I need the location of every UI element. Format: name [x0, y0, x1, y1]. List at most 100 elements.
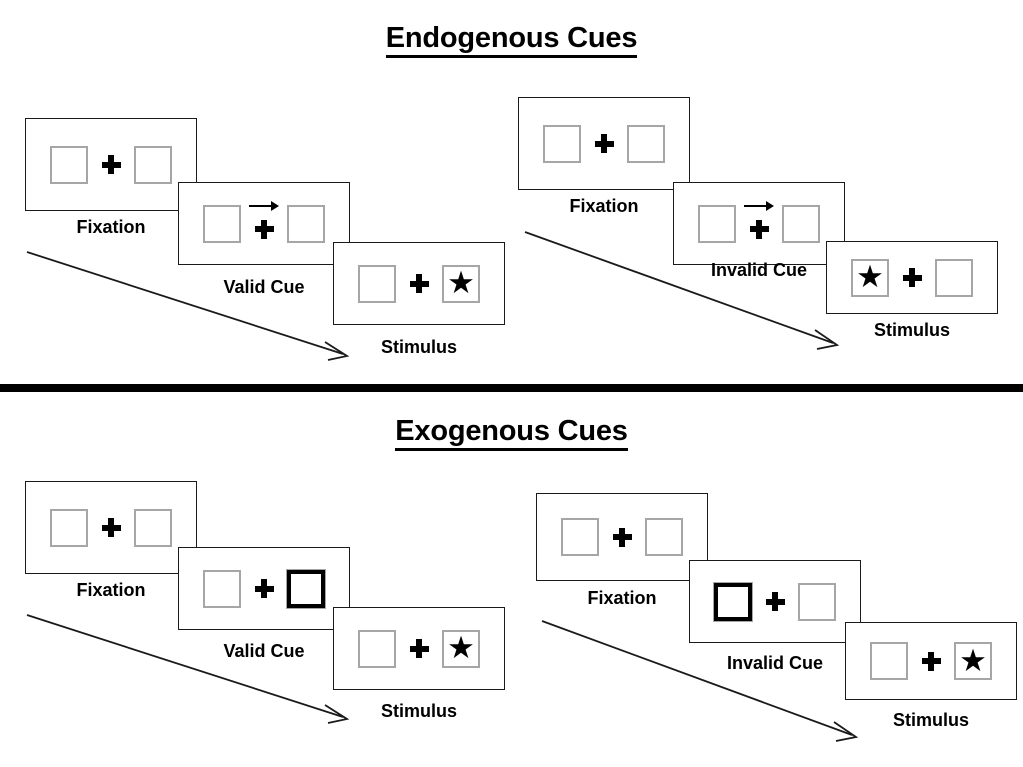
caption-valid-cue: Valid Cue [223, 641, 305, 661]
target-box-left[interactable] [358, 264, 396, 303]
section-title-endogenous-text: Endogenous Cues [385, 22, 637, 58]
caption-invalid-cue: Invalid Cue [726, 653, 824, 673]
target-box-right-with-stimulus[interactable]: ★ [442, 629, 480, 668]
caption-stimulus: Stimulus [380, 337, 457, 357]
target-box-left-cued[interactable] [713, 581, 753, 622]
fixation-cross-icon [254, 579, 274, 598]
target-box-left[interactable] [561, 518, 599, 556]
target-box-left[interactable] [50, 508, 88, 547]
target-box-left[interactable] [203, 204, 241, 243]
fixation-zone [396, 627, 442, 671]
fixation-cross-icon [902, 268, 922, 287]
panel-invalid-cue-endogenous[interactable] [673, 182, 845, 265]
fixation-zone [88, 506, 134, 550]
caption-stimulus: Stimulus [380, 701, 457, 721]
panel-invalid-cue-exogenous[interactable] [689, 560, 861, 643]
panel-fixation-exogenous-invalid[interactable] [536, 493, 708, 581]
panel-content: ★ [334, 243, 504, 324]
arrow-shaft [744, 204, 767, 207]
target-box-left[interactable] [870, 642, 908, 680]
section-title-exogenous-text: Exogenous Cues [395, 415, 628, 451]
target-box-right[interactable] [645, 518, 683, 556]
panel-stimulus-exogenous-invalid[interactable]: ★ [845, 622, 1017, 700]
target-box-left[interactable] [203, 569, 241, 608]
panel-content [674, 183, 844, 264]
fixation-cross-icon [409, 639, 429, 658]
target-box-left[interactable] [698, 204, 736, 243]
star-icon: ★ [447, 630, 475, 665]
fixation-cross-icon [254, 219, 274, 239]
star-icon: ★ [447, 265, 475, 300]
caption-fixation: Fixation [76, 217, 146, 237]
target-box-right[interactable] [134, 508, 172, 547]
panel-content [179, 548, 349, 629]
arrow-shaft [249, 204, 272, 207]
caption-valid-cue: Valid Cue [223, 277, 305, 297]
panel-valid-cue-endogenous[interactable] [178, 182, 350, 265]
fixation-zone [599, 515, 645, 559]
fixation-zone [908, 639, 954, 683]
caption-fixation: Fixation [76, 580, 146, 600]
panel-content [26, 119, 196, 210]
panel-fixation-exogenous-valid[interactable] [25, 481, 197, 574]
fixation-zone [889, 256, 935, 300]
target-box-right[interactable] [782, 204, 820, 243]
arrow-cue-right-icon [249, 201, 279, 211]
panel-content: ★ [846, 623, 1016, 699]
caption-fixation: Fixation [587, 588, 657, 608]
star-icon: ★ [856, 259, 884, 294]
target-box-left[interactable] [358, 629, 396, 668]
fixation-cross-icon [921, 651, 941, 671]
caption-stimulus: Stimulus [892, 710, 969, 730]
target-box-right-cued[interactable] [286, 568, 326, 609]
target-box-right[interactable] [627, 124, 665, 163]
fixation-cross-icon [594, 134, 614, 153]
target-box-right[interactable] [287, 204, 325, 243]
fixation-zone [581, 122, 627, 166]
fixation-zone [88, 143, 134, 187]
fixation-zone [736, 201, 782, 246]
panel-content [690, 561, 860, 642]
fixation-cross-icon [765, 592, 785, 611]
section-divider [0, 384, 1023, 392]
panel-content [26, 482, 196, 573]
panel-stimulus-endogenous-invalid[interactable]: ★ [826, 241, 998, 314]
arrow-cue-right-icon [744, 201, 774, 211]
fixation-cross-icon [101, 155, 121, 174]
star-icon: ★ [959, 642, 987, 678]
section-title-exogenous: Exogenous Cues [0, 415, 1023, 451]
target-box-right-with-stimulus[interactable]: ★ [954, 642, 992, 680]
panel-content: ★ [827, 242, 997, 313]
fixation-zone [396, 262, 442, 306]
panel-content [179, 183, 349, 264]
panel-valid-cue-exogenous[interactable] [178, 547, 350, 630]
panel-content [537, 494, 707, 580]
target-box-right[interactable] [935, 258, 973, 297]
target-box-right-with-stimulus[interactable]: ★ [442, 264, 480, 303]
caption-invalid-cue: Invalid Cue [710, 260, 808, 280]
panel-stimulus-endogenous-valid[interactable]: ★ [333, 242, 505, 325]
fixation-zone [241, 201, 287, 246]
panel-fixation-endogenous-valid[interactable] [25, 118, 197, 211]
arrow-head [271, 201, 279, 211]
panel-content [519, 98, 689, 189]
caption-stimulus: Stimulus [873, 320, 950, 340]
panel-content: ★ [334, 608, 504, 689]
section-title-endogenous: Endogenous Cues [0, 22, 1023, 58]
arrow-head [766, 201, 774, 211]
target-box-left-with-stimulus[interactable]: ★ [851, 258, 889, 297]
target-box-left[interactable] [543, 124, 581, 163]
fixation-cross-icon [749, 219, 769, 239]
target-box-left[interactable] [50, 145, 88, 184]
fixation-zone [752, 580, 798, 624]
fixation-cross-icon [612, 527, 632, 547]
fixation-cross-icon [409, 274, 429, 293]
fixation-zone [241, 567, 287, 611]
target-box-right[interactable] [798, 582, 836, 621]
flow-arrow-endogenous-valid [26, 251, 350, 361]
target-box-right[interactable] [134, 145, 172, 184]
panel-fixation-endogenous-invalid[interactable] [518, 97, 690, 190]
caption-fixation: Fixation [569, 196, 639, 216]
panel-stimulus-exogenous-valid[interactable]: ★ [333, 607, 505, 690]
fixation-cross-icon [101, 518, 121, 537]
